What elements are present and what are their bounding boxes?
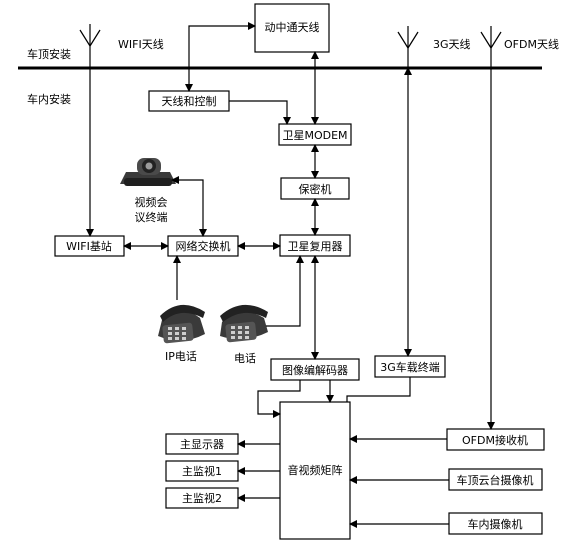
antenna-control-label: 天线和控制 <box>162 94 217 108</box>
satcom-antenna-box <box>254 3 330 53</box>
switch-label: 网络交换机 <box>176 239 231 253</box>
sat-mux-label: 卫星复用器 <box>288 239 343 253</box>
wifi-antenna-icon <box>79 24 101 68</box>
3g-terminal-label: 3G车载终端 <box>380 360 440 374</box>
video-conference-camera-icon <box>120 158 176 186</box>
connectors <box>86 22 495 528</box>
roof-ptz-label: 车顶云台摄像机 <box>457 473 534 487</box>
ip-phone-label: IP电话 <box>165 350 197 363</box>
av-matrix-box <box>279 401 351 540</box>
cabin-zone-label: 车内安装 <box>27 92 71 106</box>
video-conference-label-line1: 视频会 <box>135 195 168 209</box>
phone-label: 电话 <box>234 352 256 365</box>
av-matrix-label: 音视频矩阵 <box>288 463 343 477</box>
monitor1-label: 主监视1 <box>182 464 222 478</box>
ofdm-antenna-label: OFDM天线 <box>504 37 559 51</box>
ofdm-rx-label: OFDM接收机 <box>462 433 528 447</box>
main-display-label: 主显示器 <box>180 438 224 451</box>
codec-label: 图像编解码器 <box>282 363 348 377</box>
ofdm-antenna-icon <box>480 26 502 68</box>
wifi-antenna-label: WIFI天线 <box>118 37 164 51</box>
3g-antenna-label: 3G天线 <box>433 37 471 51</box>
3g-antenna-icon <box>397 26 419 68</box>
ip-phone-icon <box>158 304 205 344</box>
roof-zone-label: 车顶安装 <box>27 47 71 61</box>
satcom-antenna-label: 动中通天线 <box>265 20 320 34</box>
sat-modem-label: 卫星MODEM <box>282 129 347 142</box>
cabin-cam-label: 车内摄像机 <box>468 517 523 531</box>
wifi-base-label: WIFI基站 <box>66 239 112 253</box>
monitor2-label: 主监视2 <box>182 491 222 505</box>
video-conference-label-line2: 议终端 <box>135 210 168 224</box>
phone-icon <box>220 304 268 343</box>
encryptor-label: 保密机 <box>299 182 332 196</box>
